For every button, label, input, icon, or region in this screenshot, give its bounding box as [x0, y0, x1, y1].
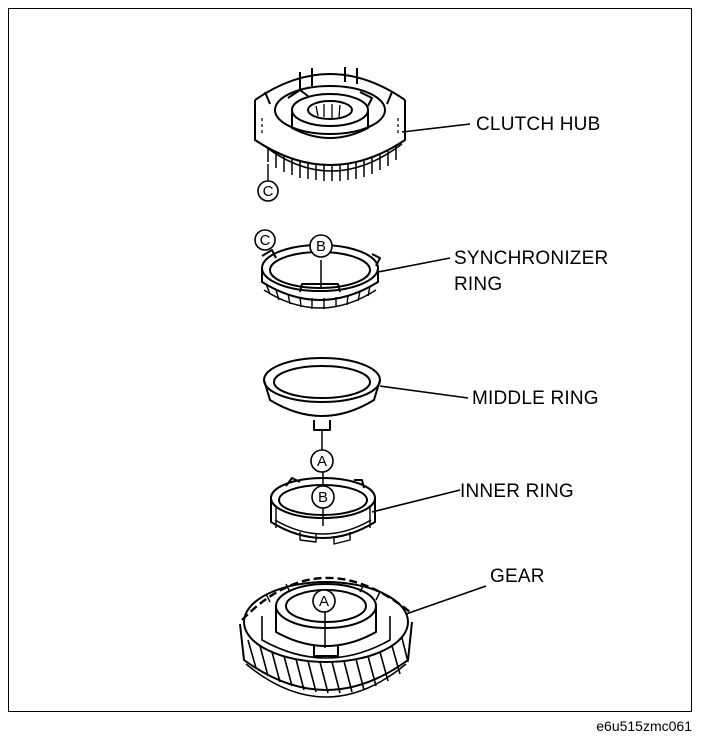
marker-b-synchronizer — [309, 234, 333, 258]
clutch-hub-part — [254, 67, 406, 181]
leader-line-synchronizer-ring — [377, 257, 451, 273]
document-code: e6u515zmc061 — [596, 718, 692, 734]
label-middle-ring: MIDDLE RING — [472, 388, 599, 409]
marker-c-synchronizer — [254, 229, 276, 251]
leader-line-inner-ring — [371, 489, 461, 513]
marker-b-inner-ring-letter: B — [318, 489, 328, 506]
marker-a-gear-letter: A — [319, 593, 329, 610]
label-clutch-hub: CLUTCH HUB — [476, 114, 601, 135]
leader-line-middle-ring — [379, 385, 469, 399]
marker-c-synchronizer-letter: C — [260, 232, 271, 249]
marker-a-gear — [312, 589, 336, 613]
label-synchronizer-ring-line1: SYNCHRONIZER — [454, 248, 609, 269]
marker-a-middle-ring-letter: A — [317, 453, 327, 470]
marker-c-clutch-hub-letter: C — [263, 183, 274, 200]
diagram-frame — [8, 8, 692, 712]
synchronizer-ring-part — [261, 244, 381, 309]
leader-line-clutch-hub — [401, 123, 471, 133]
gear-part — [239, 576, 413, 698]
middle-ring-part — [263, 357, 381, 431]
leader-line-gear — [405, 585, 487, 615]
label-synchronizer-ring-line2: RING — [454, 274, 503, 295]
marker-b-synchronizer-letter: B — [316, 238, 326, 255]
label-inner-ring: INNER RING — [460, 481, 574, 502]
marker-b-inner-ring — [311, 485, 335, 509]
marker-a-middle-ring — [310, 449, 334, 473]
label-gear: GEAR — [490, 566, 545, 587]
